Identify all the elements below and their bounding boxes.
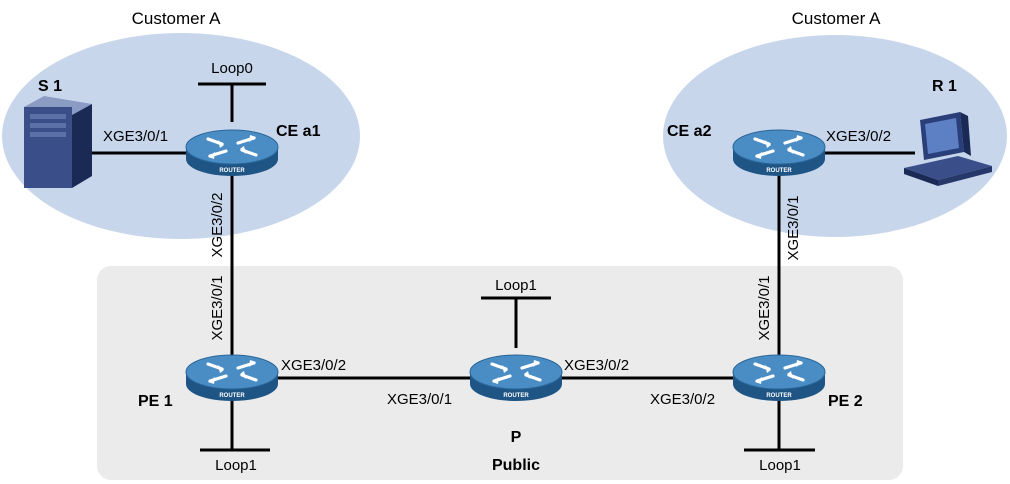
- iface-label-s1-cea1: XGE3/0/1: [103, 128, 168, 145]
- iface-label-cea1-down: XGE3/0/2: [209, 192, 226, 257]
- iface-label-pe1-up: XGE3/0/1: [209, 275, 226, 340]
- device-name-s1: S 1: [38, 78, 62, 95]
- router-badge: ROUTER: [503, 393, 529, 399]
- iface-label-p-right: XGE3/0/2: [564, 357, 629, 374]
- site-title-right: Customer A: [792, 9, 881, 28]
- iface-label-pe2-left: XGE3/0/2: [650, 391, 715, 408]
- router-cea1-icon: ROUTER: [184, 128, 280, 178]
- loopback-cea1: [198, 82, 266, 122]
- loopback-label-cea1: Loop0: [211, 60, 253, 77]
- public-network-label: Public: [492, 457, 540, 474]
- device-name-pe1: PE 1: [138, 393, 173, 410]
- loopback-pe2: [744, 392, 815, 452]
- customer-site-right: [663, 35, 1007, 237]
- pc-icon: [904, 112, 992, 186]
- router-p-icon: ROUTER: [468, 353, 564, 403]
- device-name-p: P: [511, 429, 522, 446]
- iface-label-p-left: XGE3/0/1: [387, 391, 452, 408]
- router-badge: ROUTER: [219, 168, 245, 174]
- router-badge: ROUTER: [766, 393, 792, 399]
- loopback-label-pe2: Loop1: [759, 457, 801, 474]
- server-icon: [24, 96, 92, 188]
- loopback-p: [481, 296, 551, 348]
- router-cea2-icon: ROUTER: [731, 128, 827, 178]
- iface-label-pe1-right: XGE3/0/2: [281, 357, 346, 374]
- router-badge: ROUTER: [219, 393, 245, 399]
- loopback-pe1: [200, 392, 270, 452]
- iface-label-pe2-up: XGE3/0/1: [756, 275, 773, 340]
- loopback-label-p: Loop1: [495, 277, 537, 294]
- router-pe2-icon: ROUTER: [731, 353, 827, 403]
- site-title-left: Customer A: [132, 9, 221, 28]
- iface-label-cea2-r1: XGE3/0/2: [826, 128, 891, 145]
- device-name-pe2: PE 2: [828, 393, 863, 410]
- iface-label-cea2-down: XGE3/0/1: [785, 195, 802, 260]
- loopback-label-pe1: Loop1: [215, 457, 257, 474]
- device-name-cea2: CE a2: [667, 123, 712, 140]
- device-name-r1: R 1: [932, 78, 957, 95]
- customer-site-left: [2, 33, 360, 239]
- device-name-cea1: CE a1: [276, 123, 321, 140]
- router-pe1-icon: ROUTER: [184, 353, 280, 403]
- router-badge: ROUTER: [766, 168, 792, 174]
